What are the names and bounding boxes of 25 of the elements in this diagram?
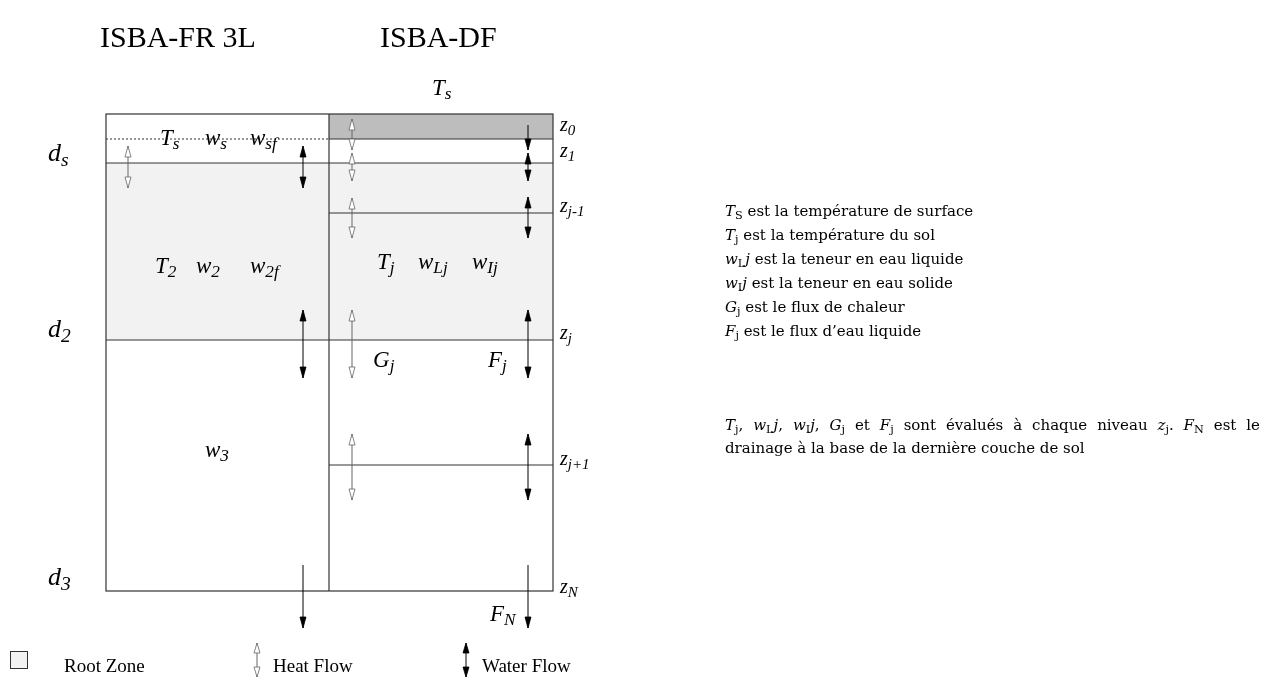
variable-label: T$_{2}$ [155, 254, 177, 277]
variable-label: T$_{s}$ [160, 126, 180, 149]
legend-label: Root Zone [64, 654, 145, 678]
definition-text: w$_{L}$j est la teneur en eau liquide [725, 250, 964, 269]
definition-text: T$_{j}$ est la température du sol [725, 226, 935, 245]
depth-label: d$_{s}$ [48, 140, 69, 166]
model-title: ISBA-DF [380, 22, 497, 52]
note-text: T$_{j}$, w$_{L}$j, w$_{I}$j, G$_{j}$ et F$_{j}$ sont évalués à chaque niveau z$_{j}$. F$_{N}$ est le drainage à la base de la dernière couche de sol [725, 415, 1260, 459]
definition-text: G$_{j}$ est le flux de chaleur [725, 298, 905, 317]
level-label: z$_{0}$ [560, 114, 576, 134]
level-label: z$_{N}$ [560, 576, 578, 596]
definition-text: F$_{j}$ est le flux d’eau liquide [725, 322, 922, 341]
definition-text: T$_{S}$ est la température de surface [725, 202, 974, 221]
variable-label: w$_{s}$ [205, 126, 228, 149]
depth-label: d$_{2}$ [48, 316, 71, 342]
variable-label: T$_{s}$ [432, 76, 452, 99]
model-title: ISBA-FR 3L [100, 22, 256, 52]
variable-label: w$_{3}$ [205, 438, 229, 461]
legend-label: Heat Flow [273, 654, 353, 678]
variable-label: F$_{N}$ [490, 602, 516, 625]
level-label: z$_{1}$ [560, 140, 576, 160]
variable-label: w$_{2}$ [196, 254, 220, 277]
depth-label: d$_{3}$ [48, 564, 71, 590]
definition-text: w$_{I}$j est la teneur en eau solide [725, 274, 953, 293]
legend-label: Water Flow [482, 654, 571, 678]
